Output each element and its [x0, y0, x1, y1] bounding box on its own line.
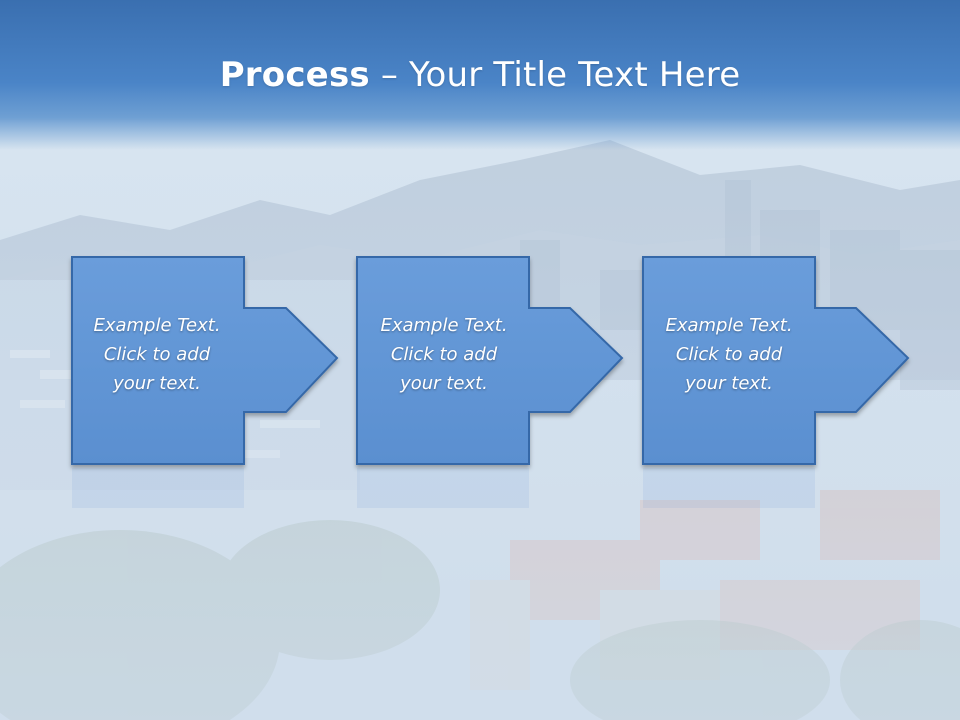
process-step-1-shape[interactable]	[71, 256, 339, 465]
step-2-line-1: Example Text.	[380, 315, 508, 336]
process-step-2-text[interactable]: Example Text. Click to add your text.	[359, 311, 529, 398]
title-band	[0, 0, 960, 150]
step-1-line-1: Example Text.	[93, 315, 221, 336]
step-2-line-2: Click to add	[390, 344, 498, 365]
process-step-3-shape[interactable]	[642, 256, 910, 465]
process-step-1-text[interactable]: Example Text. Click to add your text.	[72, 311, 242, 398]
step-3-line-2: Click to add	[675, 344, 783, 365]
process-step-2-shape[interactable]	[356, 256, 624, 465]
step-3-line-3: your text.	[685, 373, 773, 394]
title-rest: – Your Title Text Here	[369, 55, 741, 95]
step-1-line-3: your text.	[113, 373, 201, 394]
slide-title[interactable]: Process – Your Title Text Here	[0, 52, 960, 98]
step-1-line-2: Click to add	[103, 344, 211, 365]
step-3-line-1: Example Text.	[665, 315, 793, 336]
step-2-line-3: your text.	[400, 373, 488, 394]
process-step-3-text[interactable]: Example Text. Click to add your text.	[644, 311, 814, 398]
title-bold: Process	[219, 55, 370, 95]
